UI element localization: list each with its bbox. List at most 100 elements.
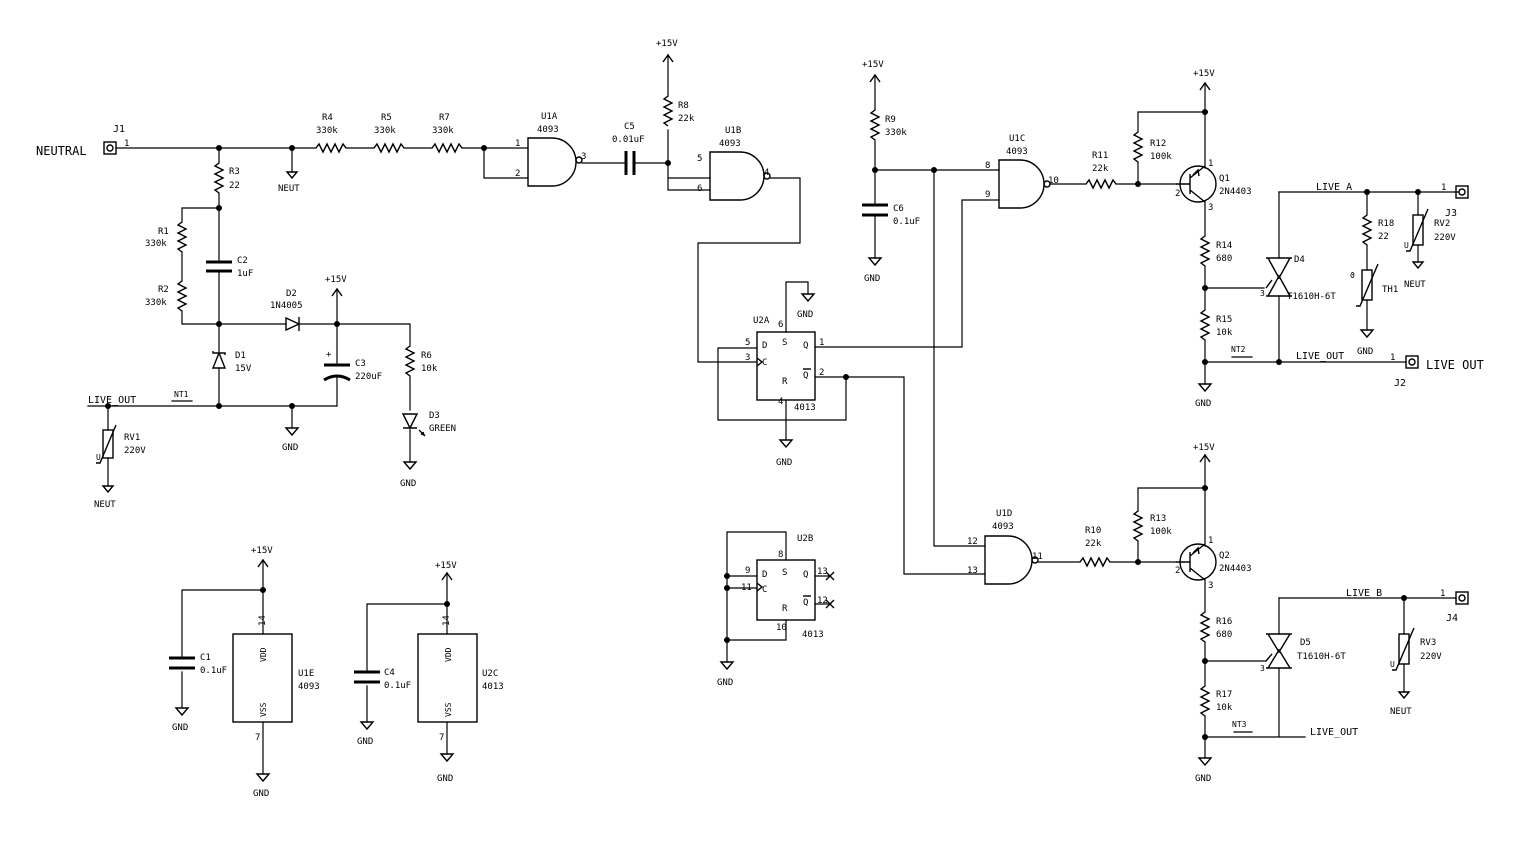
u2a-section: U2A 4013 D C S R Q Q 5 3 6 4 1 2 GND GND <box>717 199 988 575</box>
u1c-nand-gate <box>998 159 1045 209</box>
d5-triac <box>1265 633 1292 669</box>
r8-ref: R8 <box>678 101 689 111</box>
rv2-varistor <box>1412 214 1424 246</box>
junction-dot <box>724 637 730 643</box>
j1-terminal-screw <box>106 144 114 152</box>
nt1-label: NT1 <box>174 390 189 399</box>
u1d-output-bubble <box>1031 556 1039 564</box>
rv2-varistor-slash <box>1406 208 1429 252</box>
junction-dot <box>1202 285 1208 291</box>
pin-number: 13 <box>967 566 978 576</box>
pin-number: 3 <box>745 353 750 363</box>
r13-ref: R13 <box>1150 514 1166 524</box>
r8-resistor <box>662 95 674 127</box>
q1-transistor-leads <box>1176 165 1206 203</box>
c6-ref: C6 <box>893 204 904 214</box>
q2-value: 2N4403 <box>1219 564 1252 574</box>
gnd-label: GND <box>797 310 813 320</box>
r14-resistor <box>1199 235 1211 267</box>
pin-number: 14 <box>442 615 452 626</box>
pin-number: 1 <box>819 338 824 348</box>
q1-value: 2N4403 <box>1219 187 1252 197</box>
gnd-label: GND <box>864 274 880 284</box>
q1-ref: Q1 <box>1219 174 1230 184</box>
u2a-pin-c: C <box>762 358 767 368</box>
d5-triac-wire <box>1204 597 1306 738</box>
r10-value: 22k <box>1085 539 1102 549</box>
u2b-clock-mark <box>756 582 764 592</box>
j4-pin: 1 <box>1440 589 1445 599</box>
power-units-section: +15V C1 0.1uF GND VDD VSS 14 7 U1E 4093 … <box>169 546 504 799</box>
th1-thermistor-slash <box>1356 263 1379 307</box>
u1d-ref: U1D <box>996 509 1012 519</box>
junction-dot <box>1202 109 1208 115</box>
rv1-ref: RV1 <box>124 433 140 443</box>
d5-ref: D5 <box>1300 638 1311 648</box>
gnd-symbol <box>402 461 418 471</box>
j4-ref: J4 <box>1446 613 1458 624</box>
u1c-ref: U1C <box>1009 134 1025 144</box>
r12-value: 100k <box>1150 152 1172 162</box>
r3-ref: R3 <box>229 167 240 177</box>
r5-value: 330k <box>374 126 396 136</box>
pin-number: 12 <box>817 596 828 606</box>
u2a-pin-q: Q <box>803 341 808 351</box>
c5-wire <box>581 129 711 191</box>
pin-number: 3 <box>1260 664 1265 673</box>
u1e-ref: U1E <box>298 669 314 679</box>
gnd-label: GND <box>1357 347 1373 357</box>
gnd-symbol <box>719 661 735 671</box>
r14-r15-wire <box>1204 265 1265 385</box>
th1-ref: TH1 <box>1382 285 1398 295</box>
r18-ref: R18 <box>1378 219 1394 229</box>
pin-number: 10 <box>776 623 787 633</box>
r16-r17-wire <box>1204 641 1267 759</box>
c3-plus-sign: + <box>326 350 332 360</box>
rv3-value: 220V <box>1420 652 1442 662</box>
live-out-net-label: LIVE_OUT <box>1310 727 1358 738</box>
d4-ref: D4 <box>1294 255 1305 265</box>
c2-ref: C2 <box>237 256 248 266</box>
neut-symbol <box>285 171 299 180</box>
pin-number: 9 <box>745 566 750 576</box>
gnd-symbol <box>439 753 455 763</box>
gnd-symbol <box>359 721 375 731</box>
u2c-wire <box>366 572 448 755</box>
u2b-ref: U2B <box>797 534 813 544</box>
live-b-label: LIVE_B <box>1346 588 1382 599</box>
u1d-nand-gate <box>984 535 1033 585</box>
r1-r2-wire <box>181 207 220 325</box>
gnd-symbol <box>174 707 190 717</box>
supply-section: NEUTRAL J1 1 NEUT R4 330k R5 330k R7 330… <box>36 113 485 510</box>
r4-resistor <box>315 142 347 154</box>
u1c-section: +15V R9 330k C6 0.1uF GND 8 9 10 U1C 409… <box>862 60 1177 547</box>
c5-ref: C5 <box>624 122 635 132</box>
u2a-set-wire <box>785 281 809 333</box>
j4-terminal <box>1455 591 1469 605</box>
q1-emitter-wire <box>1137 82 1206 185</box>
gnd-symbol <box>1197 383 1213 393</box>
th1-thermistor <box>1361 269 1373 301</box>
c6-capacitor <box>862 203 888 217</box>
r16-ref: R16 <box>1216 617 1232 627</box>
c3-value: 220uF <box>355 372 382 382</box>
gnd-symbol <box>1197 757 1213 767</box>
rv3-ref: RV3 <box>1420 638 1436 648</box>
d4-triac <box>1265 257 1292 297</box>
neut-symbol <box>1397 691 1411 700</box>
pin-number: 7 <box>439 733 444 743</box>
r1-resistor <box>176 221 188 253</box>
pin-number: 7 <box>255 733 260 743</box>
nt3-label: NT3 <box>1232 720 1247 729</box>
q2-emitter-wire <box>1137 454 1206 563</box>
r14-ref: R14 <box>1216 241 1232 251</box>
u2a-pin-qbar: Q <box>803 371 808 381</box>
u1b-value: 4093 <box>719 139 741 149</box>
c5-value: 0.01uF <box>612 135 645 145</box>
rv2-ref: RV2 <box>1434 219 1450 229</box>
pin-number: 1 <box>515 139 520 149</box>
plus15-label: +15V <box>435 561 457 571</box>
u1a-nand-gate <box>527 137 577 187</box>
u1e-value: 4093 <box>298 682 320 692</box>
plus15-arrow <box>662 53 674 63</box>
